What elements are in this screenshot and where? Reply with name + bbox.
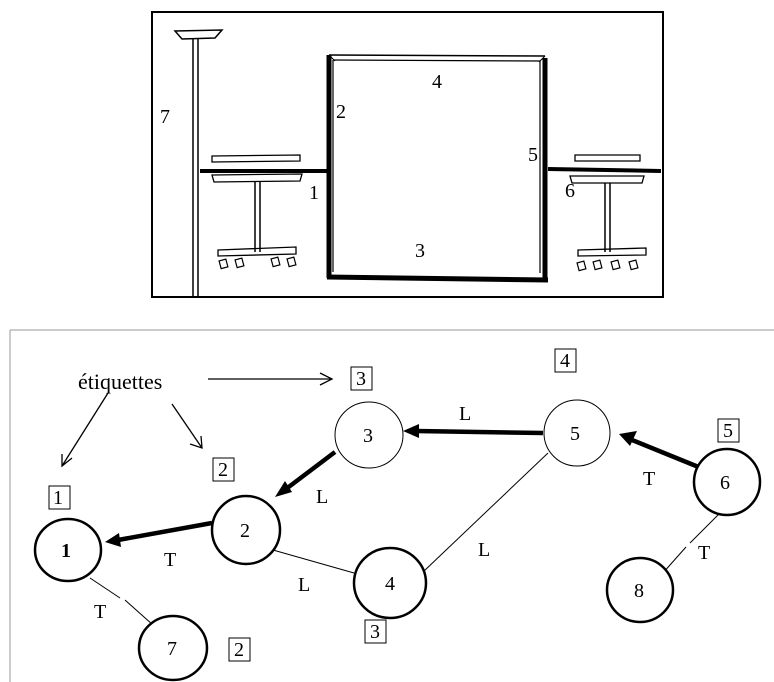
graph-thin-edges xyxy=(89,452,719,626)
central-square xyxy=(326,54,549,283)
node-label-3: 3 xyxy=(363,425,373,447)
scene-number-1: 1 xyxy=(309,182,319,204)
node-7 xyxy=(137,614,209,682)
tag-label-node-4: 3 xyxy=(370,621,380,643)
graph-panel: étiquettes xyxy=(9,329,774,682)
tag-box-node-1 xyxy=(48,485,71,510)
scene-number-6: 6 xyxy=(565,180,575,202)
annotation-label: étiquettes xyxy=(78,369,162,394)
edge-3-2 xyxy=(284,450,337,491)
node-label-1: 1 xyxy=(61,540,71,562)
tag-label-node-1: 1 xyxy=(53,487,63,509)
scene-number-3: 3 xyxy=(415,240,425,262)
edge-label-5-3: L xyxy=(459,403,471,425)
edge-6-5 xyxy=(631,437,702,471)
tag-box-node-5 xyxy=(554,348,577,373)
node-2 xyxy=(210,494,282,566)
tag-label-node-2: 2 xyxy=(218,459,228,481)
tag-box-node-3 xyxy=(350,366,373,391)
edge-label-1-7: T xyxy=(94,601,106,623)
graph-thick-edges xyxy=(105,424,702,547)
edge-4-5 xyxy=(422,452,549,573)
tag-label-node-3: 3 xyxy=(356,368,366,390)
edge-1-7 xyxy=(89,577,121,599)
edge-label-6-8: T xyxy=(698,542,710,564)
node-8 xyxy=(605,556,675,624)
left-table xyxy=(200,154,328,270)
node-labels: 1 2 3 4 5 6 7 8 xyxy=(61,423,730,660)
node-label-7: 7 xyxy=(167,638,177,660)
boxed-tag-labels: 1 2 3 4 5 2 3 xyxy=(53,350,733,661)
scene-number-4: 4 xyxy=(432,71,442,93)
tag-box-node-7 xyxy=(228,637,251,662)
scene-number-2: 2 xyxy=(336,101,346,123)
tag-label-node-6: 5 xyxy=(723,420,733,442)
edge-2-4 xyxy=(272,549,355,574)
tag-box-node-4 xyxy=(364,619,387,644)
scene-frame xyxy=(151,11,664,298)
edge-2-1 xyxy=(117,520,213,543)
tag-label-node-7: 2 xyxy=(234,639,244,661)
edge-5-3 xyxy=(415,428,544,436)
node-5 xyxy=(543,399,611,467)
scene-number-7: 7 xyxy=(160,106,170,128)
tag-label-node-5: 4 xyxy=(560,350,570,372)
boxed-tags xyxy=(48,348,740,662)
pole-object xyxy=(173,29,224,296)
node-label-4: 4 xyxy=(385,573,395,595)
edge-label-4-5: L xyxy=(478,539,490,561)
node-4 xyxy=(352,546,428,620)
edge-label-2-4: L xyxy=(298,574,310,596)
edge-label-2-1: T xyxy=(164,549,176,571)
tag-box-node-6 xyxy=(717,418,740,443)
tag-box-node-2 xyxy=(212,457,235,482)
edge-label-3-2: L xyxy=(316,486,328,508)
edge-label-6-5: T xyxy=(643,468,655,490)
node-label-8: 8 xyxy=(634,580,644,602)
edge-labels: L L L L T T T T xyxy=(94,403,710,623)
node-label-5: 5 xyxy=(570,423,580,445)
top-scene: 1 2 3 4 5 6 7 xyxy=(151,11,664,298)
node-label-6: 6 xyxy=(720,472,730,494)
node-3 xyxy=(334,401,404,469)
node-1 xyxy=(33,517,103,583)
node-label-2: 2 xyxy=(240,520,250,542)
scene-number-5: 5 xyxy=(528,144,538,166)
node-6 xyxy=(692,447,762,517)
annotation-arrows xyxy=(61,372,334,468)
edge-6-8 xyxy=(689,514,719,544)
graph-nodes xyxy=(33,399,762,682)
right-table xyxy=(547,154,662,272)
